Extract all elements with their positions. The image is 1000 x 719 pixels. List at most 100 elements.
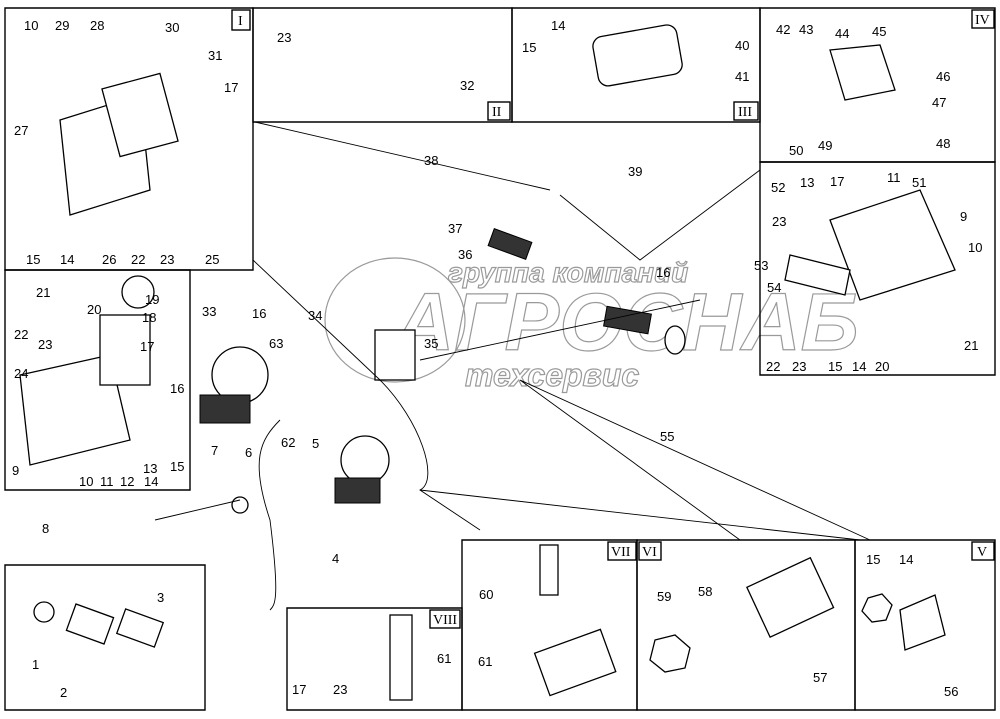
- callout-16: 16: [170, 381, 184, 396]
- callout-17: 17: [140, 339, 154, 354]
- callout-29: 29: [55, 18, 69, 33]
- connector: [487, 228, 533, 260]
- callout-23: 23: [772, 214, 786, 229]
- callout-24: 24: [14, 366, 28, 381]
- callout-30: 30: [165, 20, 179, 35]
- callout-4: 4: [332, 551, 339, 566]
- panel-lamp-left-frame: [4, 269, 191, 491]
- callout-50: 50: [789, 143, 803, 158]
- callout-15: 15: [170, 459, 184, 474]
- callout-54: 54: [767, 280, 781, 295]
- panel-sensor-frame: [4, 564, 206, 711]
- callout-56: 56: [944, 684, 958, 699]
- panel-label-III: III: [738, 105, 752, 120]
- lamp-housing: [101, 72, 179, 158]
- callout-22: 22: [131, 252, 145, 267]
- callout-15: 15: [26, 252, 40, 267]
- callout-42: 42: [776, 22, 790, 37]
- relay-box: [592, 24, 683, 87]
- callout-17: 17: [830, 174, 844, 189]
- roman-box: [607, 541, 637, 561]
- roman-box: [638, 541, 662, 561]
- callout-16: 16: [252, 306, 266, 321]
- callout-23: 23: [792, 359, 806, 374]
- callout-15: 15: [522, 40, 536, 55]
- panel-label-VI: VI: [642, 545, 657, 560]
- panel-frames: [4, 7, 996, 711]
- pipe: [389, 614, 413, 701]
- panel-II-frame: [252, 7, 513, 123]
- callout-23: 23: [333, 682, 347, 697]
- panel-label-I: I: [238, 14, 243, 29]
- callout-61: 61: [478, 654, 492, 669]
- callout-28: 28: [90, 18, 104, 33]
- callout-32: 32: [460, 78, 474, 93]
- callout-26: 26: [102, 252, 116, 267]
- callout-12: 12: [120, 474, 134, 489]
- callout-55: 55: [660, 429, 674, 444]
- nut-59: [649, 634, 691, 673]
- callout-48: 48: [936, 136, 950, 151]
- panel-label-IV: IV: [975, 13, 990, 28]
- callout-10: 10: [24, 18, 38, 33]
- clip: [231, 496, 249, 514]
- panel-labels: I II III IV V VI VII VIII: [238, 13, 990, 628]
- callout-22: 22: [14, 327, 28, 342]
- callout-1: 1: [32, 657, 39, 672]
- callout-51: 51: [912, 175, 926, 190]
- watermark-line3: техсервис: [465, 357, 639, 393]
- bracket-V: [899, 594, 946, 651]
- callout-46: 46: [936, 69, 950, 84]
- callout-15: 15: [866, 552, 880, 567]
- callout-6: 6: [245, 445, 252, 460]
- panel-I-frame: [4, 7, 254, 271]
- callout-37: 37: [448, 221, 462, 236]
- callout-21: 21: [964, 338, 978, 353]
- callout-44: 44: [835, 26, 849, 41]
- washer: [33, 601, 55, 623]
- bracket-center: [374, 329, 416, 381]
- bolt: [539, 544, 559, 596]
- lamp-bracket-right: [784, 254, 851, 296]
- callout-35: 35: [424, 336, 438, 351]
- callout-14: 14: [144, 474, 158, 489]
- callout-31: 31: [208, 48, 222, 63]
- callout-21: 21: [36, 285, 50, 300]
- callout-34: 34: [308, 308, 322, 323]
- callout-17: 17: [224, 80, 238, 95]
- callout-14: 14: [852, 359, 866, 374]
- callout-20: 20: [875, 359, 889, 374]
- callout-58: 58: [698, 584, 712, 599]
- panel-label-V: V: [977, 545, 987, 560]
- callout-10: 10: [79, 474, 93, 489]
- bulb: [121, 275, 155, 309]
- headlamp-2: [340, 435, 390, 485]
- callout-11: 11: [100, 474, 114, 489]
- callout-10: 10: [968, 240, 982, 255]
- callout-17: 17: [292, 682, 306, 697]
- callout-60: 60: [479, 587, 493, 602]
- roman-box: [971, 9, 995, 29]
- callout-13: 13: [143, 461, 157, 476]
- nut-15: [861, 593, 893, 623]
- sensor: [115, 608, 165, 648]
- callout-33: 33: [202, 304, 216, 319]
- panel-label-II: II: [492, 105, 502, 120]
- connector-body: [533, 628, 617, 697]
- callout-40: 40: [735, 38, 749, 53]
- callout-19: 19: [145, 292, 159, 307]
- callout-25: 25: [205, 252, 219, 267]
- callout-20: 20: [87, 302, 101, 317]
- callout-23: 23: [277, 30, 291, 45]
- panel-V-frame: [854, 539, 996, 711]
- callout-8: 8: [42, 521, 49, 536]
- grommet: [664, 325, 686, 355]
- callout-45: 45: [872, 24, 886, 39]
- lamp-bracket: [99, 314, 151, 386]
- watermark-logo-icon: [324, 257, 466, 383]
- callout-3: 3: [157, 590, 164, 605]
- panel-lamp-right-frame: [759, 161, 996, 376]
- callout-61: 61: [437, 651, 451, 666]
- callout-59: 59: [657, 589, 671, 604]
